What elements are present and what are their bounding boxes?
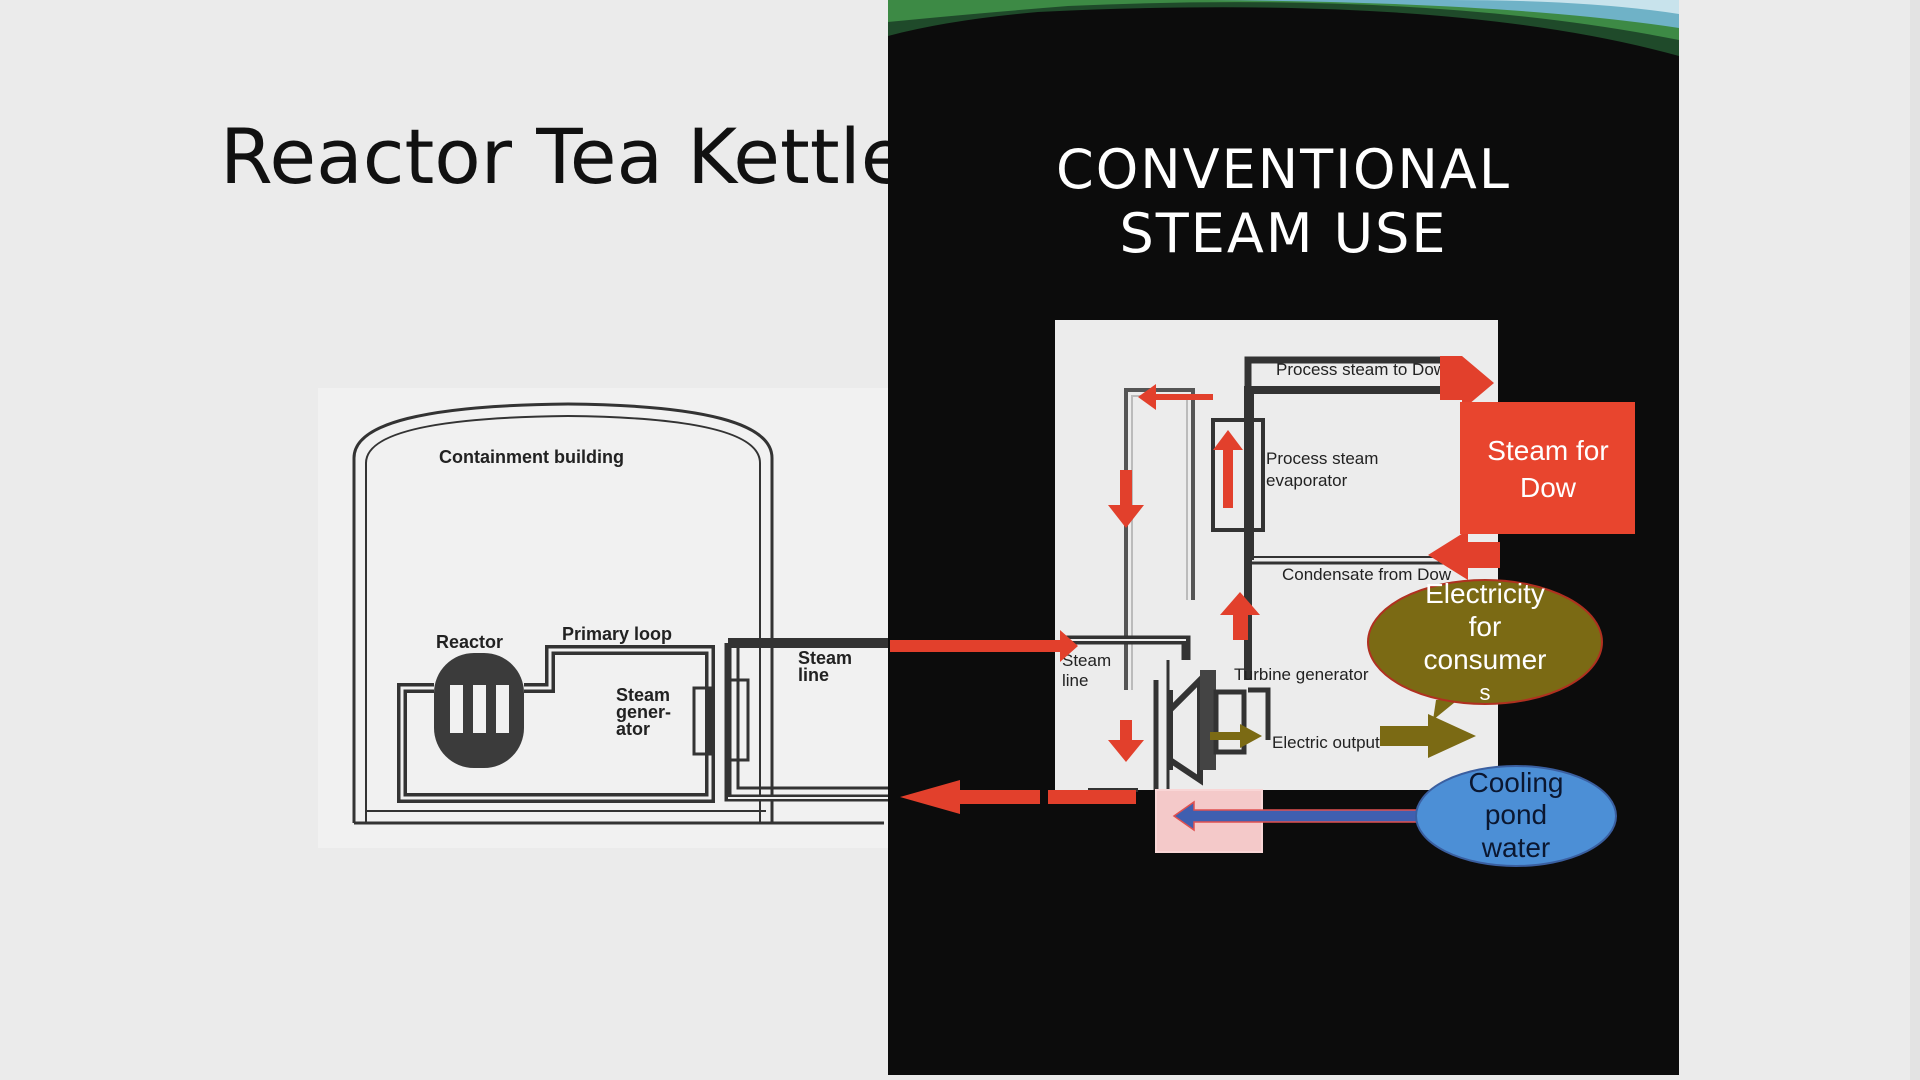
cooling-pond-line-3: water [1481, 832, 1550, 863]
steam-line-label-2: line [1062, 671, 1088, 690]
left-slide-title: Reactor Tea Kettle [220, 112, 908, 201]
steam-generator-label-3: ator [616, 719, 650, 739]
arrow-electric-short [1210, 724, 1262, 748]
steam-line-label-1: Steam [1062, 651, 1111, 670]
arrow-electric-long [1380, 714, 1476, 758]
evaporator-label-1: Process steam [1266, 449, 1378, 468]
steam-generator-label-2: gener- [616, 702, 671, 722]
steam-generator-label-1: Steam [616, 685, 670, 705]
electricity-line-2: for [1469, 611, 1502, 642]
steam-line-label-1: Steam [798, 648, 852, 668]
electric-output-label: Electric output [1272, 733, 1380, 752]
electricity-line-1: Electricity [1425, 578, 1545, 609]
condensate-label: Condensate from Dow [1282, 565, 1452, 584]
containment-label: Containment building [439, 447, 624, 467]
arrow-up-evaporator [1213, 430, 1243, 508]
arrow-left-top [1138, 384, 1213, 410]
electricity-bubble [1367, 579, 1603, 705]
reactor-schematic: Containment building Reactor Primary loo… [318, 388, 888, 848]
steam-for-dow-box [1460, 402, 1635, 534]
right-slide-title: CONVENTIONAL STEAM USE [888, 138, 1679, 266]
steam-use-diagram: Process steam to Dow Process steam evapo… [890, 320, 1635, 867]
return-line-bar [1048, 790, 1136, 804]
right-title-line-2: STEAM USE [1119, 202, 1448, 265]
right-title-line-1: CONVENTIONAL [1056, 138, 1511, 201]
arrow-steam-in [890, 630, 1078, 662]
steam-line-label-2: line [798, 665, 829, 685]
reactor-label: Reactor [436, 632, 503, 652]
arrow-return-out [900, 780, 1040, 814]
cooling-pond-line-2: pond [1485, 799, 1547, 830]
arrow-up-turbine [1220, 592, 1260, 640]
process-steam-to-dow-label: Process steam to Dow [1276, 360, 1447, 379]
primary-loop-label: Primary loop [562, 624, 672, 644]
arrow-down-left [1108, 470, 1144, 528]
arrow-down-left-2 [1108, 720, 1144, 762]
decorative-swoosh [888, 0, 1679, 56]
evaporator-label-2: evaporator [1266, 471, 1348, 490]
steam-for-dow-line-1: Steam for [1487, 435, 1608, 466]
cooling-pond-bubble [1415, 765, 1617, 867]
steam-for-dow-line-2: Dow [1520, 472, 1577, 503]
electricity-line-4: s [1480, 680, 1491, 705]
arrow-steam-to-dow [1440, 356, 1494, 410]
electricity-line-3: consumer [1424, 644, 1547, 675]
turbine-generator-label: Turbine generator [1234, 665, 1369, 684]
scrollbar[interactable] [1910, 0, 1920, 1080]
cooling-pond-line-1: Cooling [1469, 767, 1564, 798]
arrow-condensate [1428, 530, 1500, 580]
